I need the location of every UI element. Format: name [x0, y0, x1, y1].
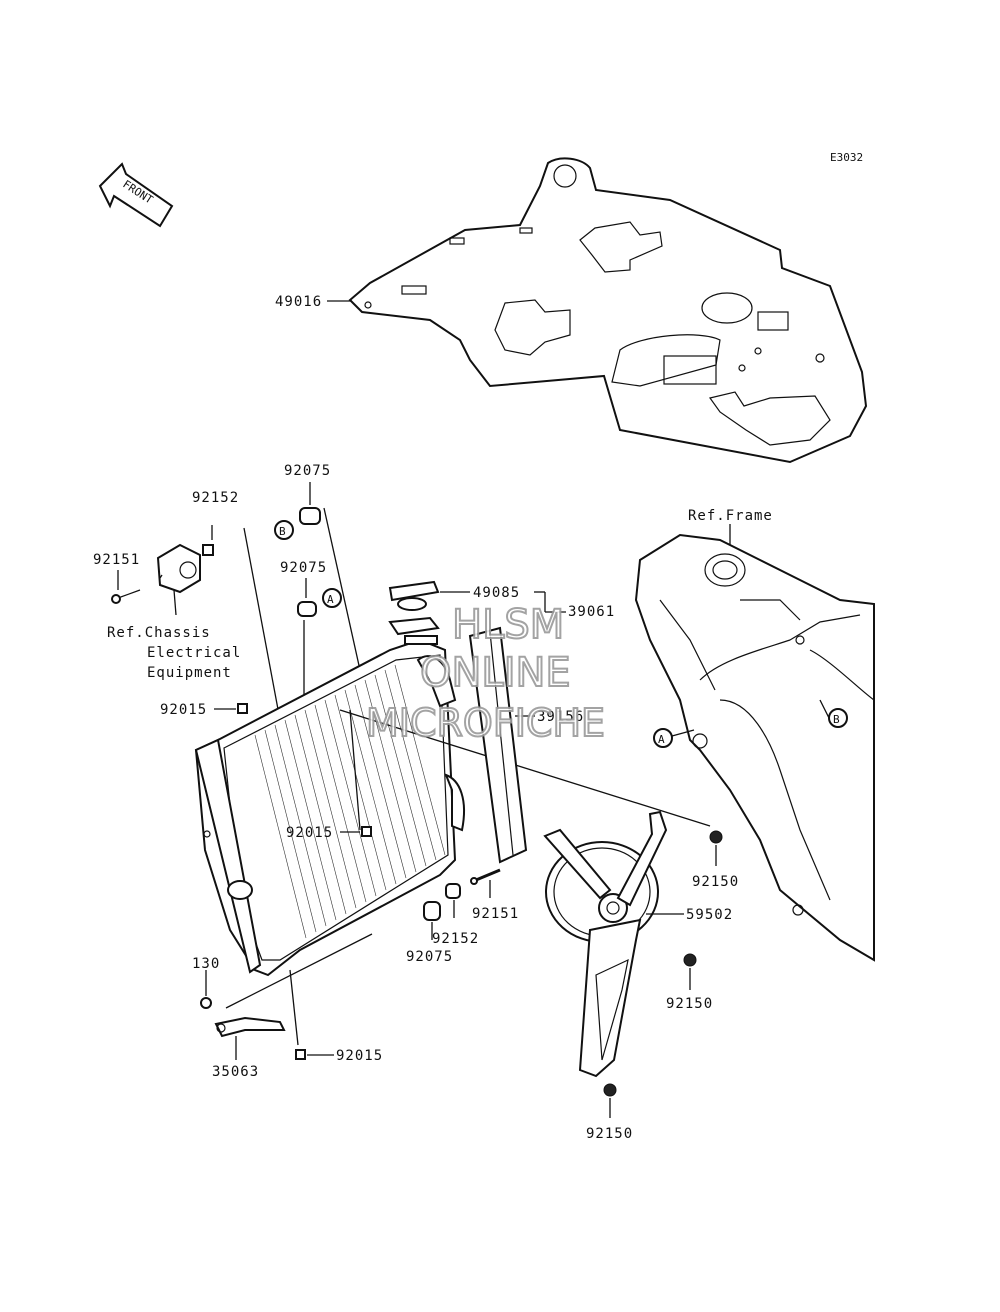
grommet-92075-top: [299, 507, 321, 525]
part-label-39156: 39156: [537, 709, 584, 725]
part-label-92015-b: 92015: [286, 825, 333, 841]
part-label-92015-a: 92015: [160, 702, 207, 718]
part-label-49016: 49016: [275, 294, 322, 310]
svg-text:A: A: [658, 733, 665, 746]
radiator-cap-49085: [388, 580, 440, 611]
part-label-92151-low: 92151: [472, 906, 519, 922]
undertray-plate: [348, 157, 868, 464]
part-label-92152-top: 92152: [192, 490, 239, 506]
nut-92150-c: [603, 1083, 617, 1097]
shroud-39156: [468, 626, 528, 864]
svg-text:HLSM: HLSM: [452, 602, 564, 648]
part-label-92075-top: 92075: [284, 463, 331, 479]
filler-neck: [388, 616, 440, 645]
chassis-electrical-part: [156, 543, 214, 594]
clip-92015-a: [237, 703, 248, 714]
grommet-92075-mid: [297, 601, 317, 617]
cooling-fan-59502: [543, 810, 668, 1078]
radiator: [194, 638, 466, 977]
marker-b-top: B: [274, 520, 294, 540]
ref-frame-label: Ref.Frame: [688, 508, 773, 524]
part-label-59502: 59502: [686, 907, 733, 923]
part-label-92150-c: 92150: [586, 1126, 633, 1142]
bolt-92151-low: [470, 868, 501, 885]
svg-text:B: B: [279, 525, 286, 538]
svg-text:ONLINE: ONLINE: [420, 650, 571, 696]
part-label-49085: 49085: [473, 585, 520, 601]
part-label-92151-left: 92151: [93, 552, 140, 568]
part-label-130: 130: [192, 956, 220, 972]
clip-92015-c: [295, 1049, 306, 1060]
marker-b-frame: B: [828, 708, 848, 728]
ref-chassis-line2: Electrical: [147, 645, 241, 661]
part-label-92152-low: 92152: [432, 931, 479, 947]
bolt-92151-left: [111, 589, 141, 604]
part-label-92150-a: 92150: [692, 874, 739, 890]
part-label-35063: 35063: [212, 1064, 259, 1080]
clip-92015-b: [361, 826, 372, 837]
nut-92150-b: [683, 953, 697, 967]
part-label-92075-mid: 92075: [280, 560, 327, 576]
front-arrow-icon: FRONT: [98, 162, 174, 228]
bracket-35063: [214, 1016, 286, 1038]
part-label-92075-low: 92075: [406, 949, 453, 965]
marker-a-frame: A: [653, 728, 673, 748]
ref-chassis-line3: Equipment: [147, 665, 232, 681]
part-label-92015-c: 92015: [336, 1048, 383, 1064]
ref-chassis-line1: Ref.Chassis: [107, 625, 211, 641]
frame-outline: [634, 533, 875, 962]
part-label-92150-b: 92150: [666, 996, 713, 1012]
svg-text:MICROFICHE: MICROFICHE: [366, 701, 605, 745]
svg-text:A: A: [327, 593, 334, 606]
bolt-130: [200, 997, 212, 1009]
svg-text:B: B: [833, 713, 840, 726]
diagram-code: E3032: [830, 151, 863, 164]
part-label-39061: 39061: [568, 604, 615, 620]
watermark: HLSM ONLINE MICROFICHE: [365, 601, 606, 746]
grommet-92075-low: [423, 901, 441, 921]
collar-92152-low: [445, 883, 461, 899]
marker-a-left: A: [322, 588, 342, 608]
nut-92150-a: [709, 830, 723, 844]
